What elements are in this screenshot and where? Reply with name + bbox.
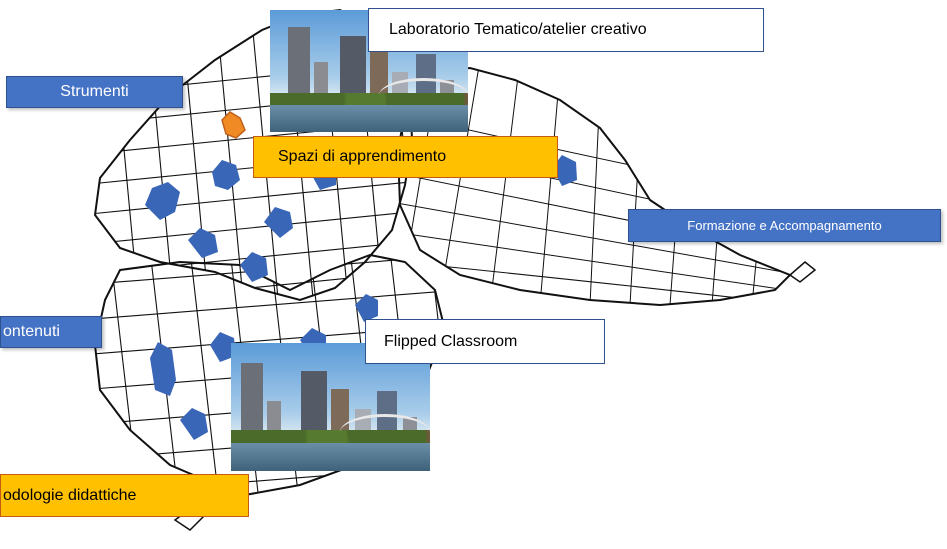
marker-blue xyxy=(150,342,176,396)
marker-orange xyxy=(221,111,246,139)
marker-blue xyxy=(240,252,268,282)
marker-blue xyxy=(552,155,577,186)
marker-blue xyxy=(210,332,236,362)
marker-blue xyxy=(145,182,180,220)
marker-blue xyxy=(212,160,240,190)
location-markers xyxy=(145,111,577,440)
label-contenuti: ontenuti xyxy=(0,316,102,348)
marker-blue xyxy=(180,408,208,440)
label-laboratorio: Laboratorio Tematico/atelier creativo xyxy=(368,8,764,52)
marker-blue xyxy=(188,228,218,258)
city-skyline-photo-bottom xyxy=(231,343,430,471)
river xyxy=(231,442,430,471)
marker-blue xyxy=(355,294,378,322)
label-flipped: Flipped Classroom xyxy=(365,319,605,364)
label-spazi: Spazi di apprendimento xyxy=(253,136,558,178)
label-metodologie: odologie didattiche xyxy=(0,474,249,517)
bridge xyxy=(378,77,468,113)
city-skyline-photo-top xyxy=(270,10,468,132)
river xyxy=(270,105,468,132)
label-strumenti: Strumenti xyxy=(6,76,183,108)
label-formazione: Formazione e Accompagnamento xyxy=(628,209,941,242)
marker-blue xyxy=(264,207,293,238)
bridge xyxy=(340,414,430,450)
